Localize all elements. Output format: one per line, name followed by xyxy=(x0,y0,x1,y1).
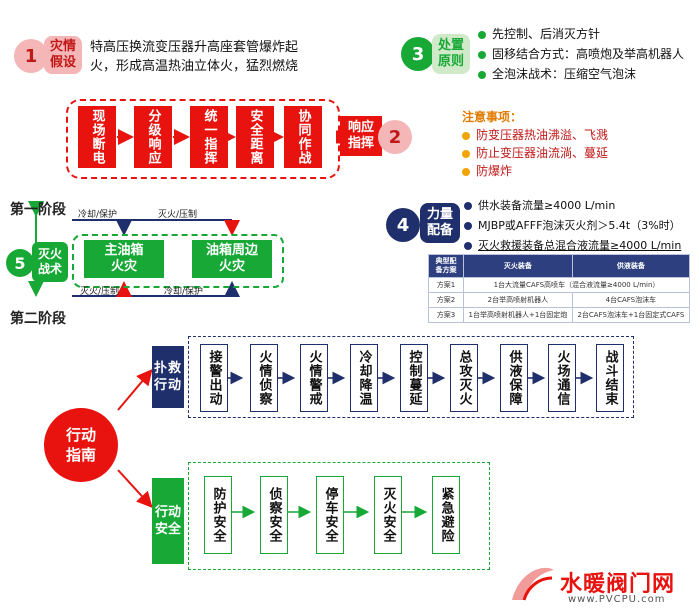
note-item: 防爆炸 xyxy=(462,162,608,180)
table-header: 灭火装备 xyxy=(463,254,573,278)
safety-step-extinguish: 灭火安全 xyxy=(374,476,402,554)
safety-step-protection: 防护安全 xyxy=(204,476,232,554)
rescue-step-fire-cordon: 火情警戒 xyxy=(300,344,328,412)
bullet-icon xyxy=(464,242,472,250)
action-safety-tag: 行动 安全 xyxy=(152,478,184,564)
rescue-step-communication: 火场通信 xyxy=(548,344,576,412)
action-guide-hub: 行动 指南 xyxy=(44,408,118,482)
watermark-text: 水暖阀门网 xyxy=(560,572,676,597)
note-item: 防止变压器油流淌、蔓延 xyxy=(462,144,608,162)
main-tank-fire: 主油箱 火灾 xyxy=(84,240,164,278)
rescue-step-supply: 供液保障 xyxy=(500,344,528,412)
tank-perimeter-fire: 油箱周边 火灾 xyxy=(192,240,272,278)
cool-protect-label-1: 冷却/保护 xyxy=(78,210,118,220)
bullet-icon xyxy=(462,167,470,176)
safety-step-recon: 侦察安全 xyxy=(260,476,288,554)
table-cell: 方案2 xyxy=(428,292,464,308)
tactics-tag: 灭火 战术 xyxy=(32,242,68,282)
rescue-step-final-attack: 总攻灭火 xyxy=(450,344,478,412)
stage-two-label: 第二阶段 xyxy=(10,311,66,327)
rescue-step-contain-spread: 控制蔓延 xyxy=(400,344,428,412)
table-cell: 4台CAFS泡沫车 xyxy=(571,292,691,308)
safety-step-parking: 停车安全 xyxy=(316,476,344,554)
table-row: 方案1 1台大流量CAFS高喷车（混合液流量≥4000 L/min） xyxy=(428,277,690,293)
principles-tag: 处置 原则 xyxy=(432,34,470,74)
rescue-action-tag: 扑救 行动 xyxy=(152,346,184,408)
response-step-2: 分级响应 xyxy=(134,106,172,168)
disaster-assumption-tag: 灾情 假设 xyxy=(44,36,82,74)
principle-item: 固移结合方式：高喷炮及举高机器人 xyxy=(478,44,684,64)
table-row: 方案3 1台举高喷射机器人+1台固定炮 2台CAFS泡沫车+1台固定式CAFS xyxy=(428,307,691,323)
step-5-number: 5 xyxy=(6,249,34,277)
table-header: 典型配 备方案 xyxy=(428,254,464,278)
extinguish-label-1: 灭火/压制 xyxy=(158,210,198,220)
note-item: 防变压器热油沸溢、飞溅 xyxy=(462,126,608,144)
force-item: MJBP或AFFF泡沫灭火剂＞5.4t（3%时） xyxy=(464,216,681,236)
force-item: 灭火救援装备总混合液流量≥4000 L/min xyxy=(464,236,681,256)
force-table: 典型配 备方案 灭火装备 供液装备 方案1 1台大流量CAFS高喷车（混合液流量… xyxy=(428,254,691,323)
table-cell: 2台举高喷射机器人 xyxy=(463,292,573,308)
principles-list: 先控制、后消灭方针 固移结合方式：高喷炮及举高机器人 全泡沫战术：压缩空气泡沫 xyxy=(478,24,684,84)
cool-protect-label-2: 冷却/保护 xyxy=(164,287,204,297)
step-2-number: 2 xyxy=(378,120,412,154)
principle-item: 全泡沫战术：压缩空气泡沫 xyxy=(478,64,684,84)
bullet-icon xyxy=(478,30,486,39)
stage-one-label: 第一阶段 xyxy=(10,202,66,218)
table-cell: 方案3 xyxy=(428,307,464,323)
response-command-tag: 响应 指挥 xyxy=(340,116,382,156)
notes-box: 注意事项： 防变压器热油沸溢、飞溅 防止变压器油流淌、蔓延 防爆炸 xyxy=(462,108,608,180)
bullet-icon xyxy=(478,70,486,79)
table-cell: 2台CAFS泡沫车+1台固定式CAFS xyxy=(571,307,691,323)
safety-step-emergency-escape: 紧急避险 xyxy=(432,476,460,554)
rescue-step-fire-recon: 火情侦察 xyxy=(250,344,278,412)
force-allocation-list: 供水装备流量≥4000 L/min MJBP或AFFF泡沫灭火剂＞5.4t（3%… xyxy=(464,196,681,256)
rescue-dashed-frame xyxy=(188,336,634,418)
table-header-row: 典型配 备方案 灭火装备 供液装备 xyxy=(428,254,691,278)
table-row: 方案2 2台举高喷射机器人 4台CAFS泡沫车 xyxy=(428,292,691,308)
bullet-icon xyxy=(462,131,470,140)
bullet-icon xyxy=(464,222,472,230)
bullet-icon xyxy=(462,149,470,158)
rescue-step-alarm-dispatch: 接警出动 xyxy=(200,344,228,412)
table-header: 供液装备 xyxy=(571,254,691,278)
table-cell: 方案1 xyxy=(428,277,464,293)
rescue-step-cooling: 冷却降温 xyxy=(350,344,378,412)
disaster-description: 特高压换流变压器升高座套管爆炸起火，形成高温热油立体火，猛烈燃烧 xyxy=(90,40,299,74)
step-1-number: 1 xyxy=(14,39,48,73)
force-allocation-tag: 力量 配备 xyxy=(420,203,460,243)
fire-targets-dashed-frame xyxy=(72,234,284,288)
safety-dashed-frame xyxy=(188,462,490,570)
notes-title: 注意事项： xyxy=(462,110,523,124)
bullet-icon xyxy=(464,202,472,210)
response-step-1: 现场断电 xyxy=(78,106,116,168)
bullet-icon xyxy=(478,50,486,59)
principle-item: 先控制、后消灭方针 xyxy=(478,24,684,44)
step-3-number: 3 xyxy=(401,37,435,71)
step-4-number: 4 xyxy=(386,208,420,242)
response-step-5: 协同作战 xyxy=(284,106,322,168)
table-cell: 1台大流量CAFS高喷车（混合液流量≥4000 L/min） xyxy=(463,277,690,293)
watermark-logo-icon xyxy=(512,567,554,601)
force-item: 供水装备流量≥4000 L/min xyxy=(464,196,681,216)
rescue-step-end: 战斗结束 xyxy=(596,344,624,412)
table-cell: 1台举高喷射机器人+1台固定炮 xyxy=(463,307,573,323)
watermark-logo xyxy=(504,560,558,606)
watermark-url: www.PVCPU.com xyxy=(568,594,666,605)
extinguish-label-2: 灭火/压制 xyxy=(80,287,120,297)
response-step-4: 安全距离 xyxy=(236,106,274,168)
